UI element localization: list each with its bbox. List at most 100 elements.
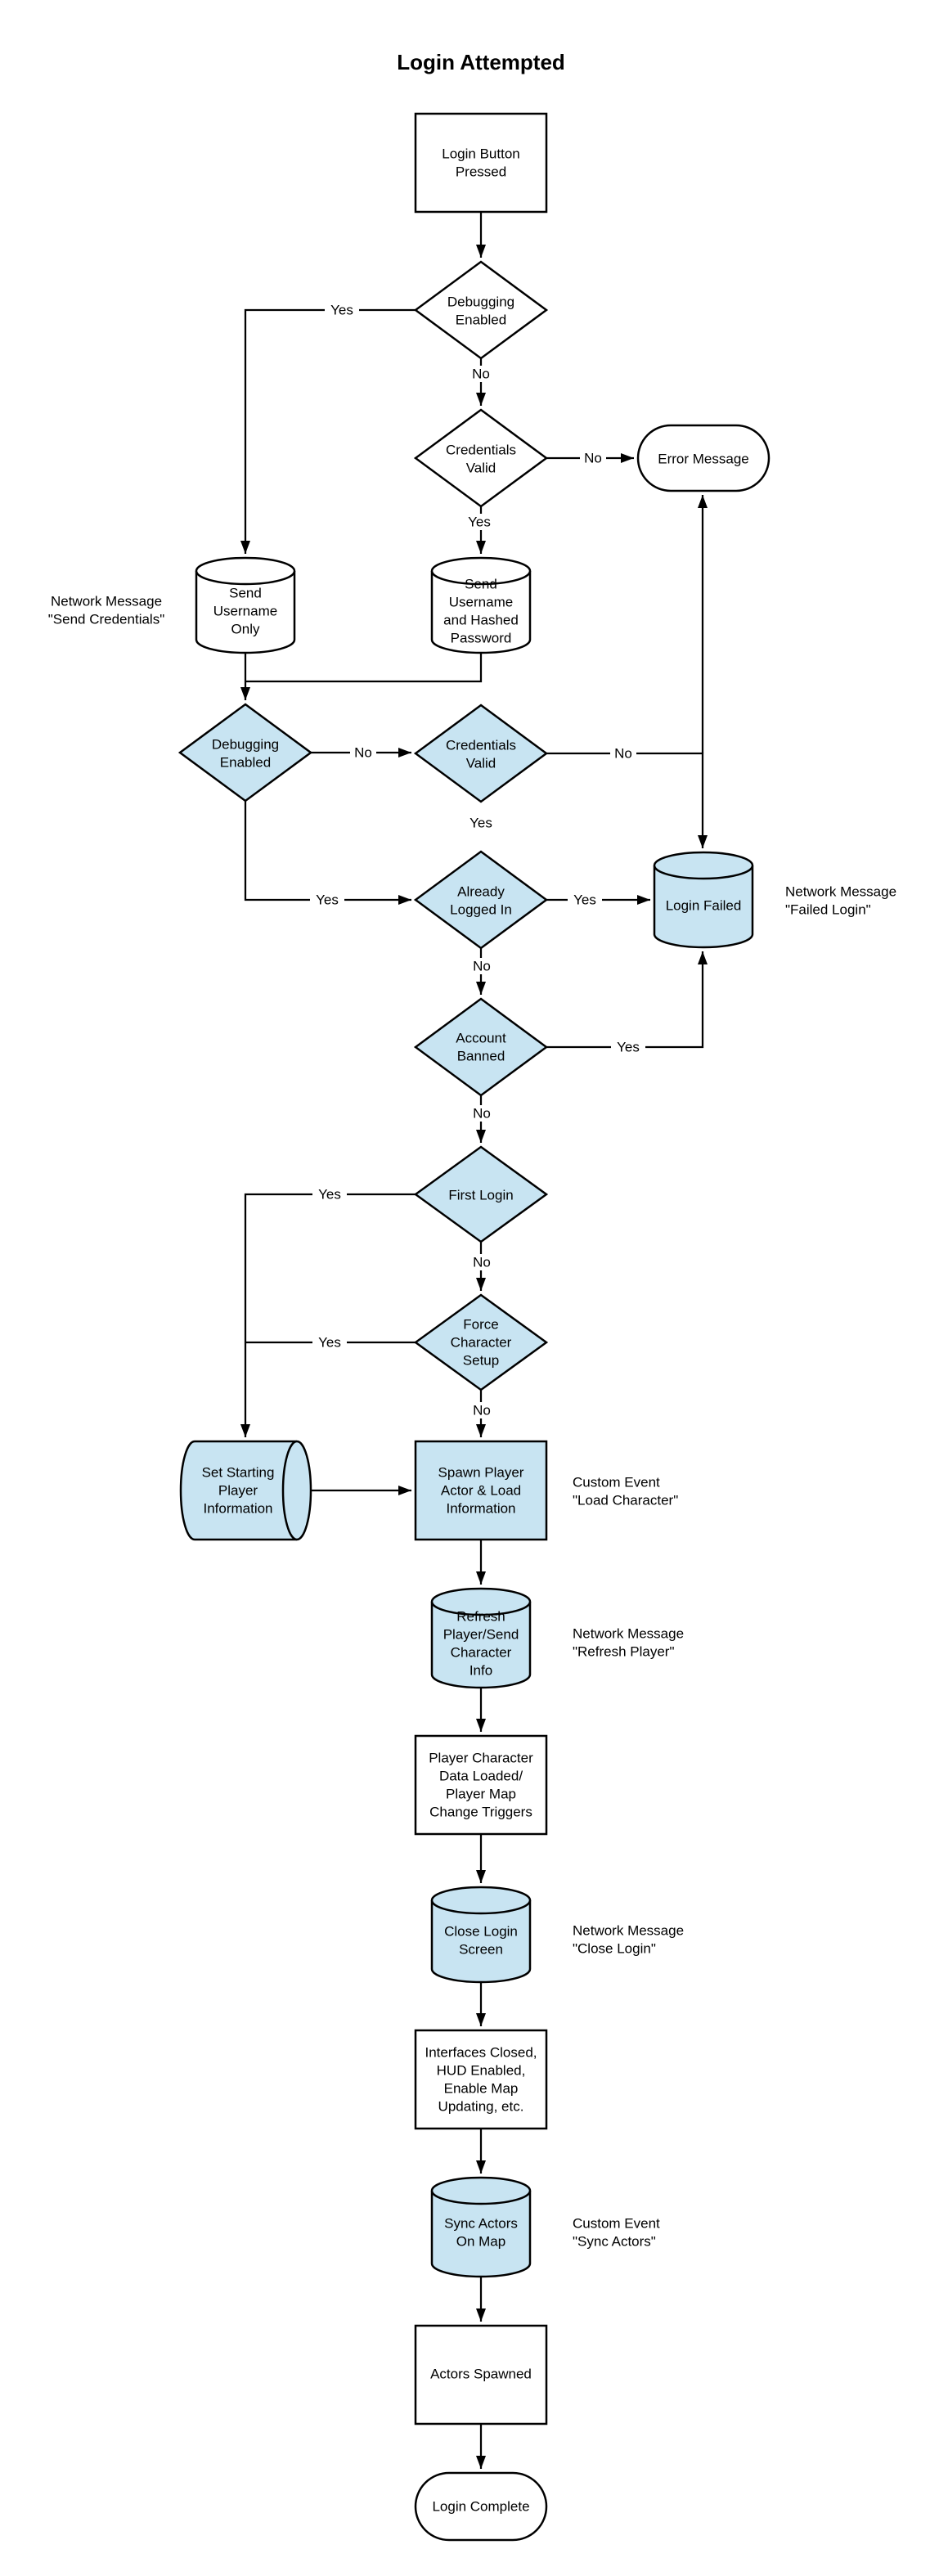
svg-text:Yes: Yes bbox=[318, 1335, 341, 1351]
svg-text:Enabled: Enabled bbox=[456, 312, 506, 328]
database-shape bbox=[430, 1900, 532, 1984]
database-shape bbox=[430, 1602, 532, 1689]
svg-text:Account: Account bbox=[456, 1031, 506, 1046]
svg-text:Send: Send bbox=[465, 577, 497, 592]
svg-text:Updating, etc.: Updating, etc. bbox=[438, 2099, 524, 2115]
edge-label-debugging2-no: No bbox=[350, 744, 376, 761]
svg-text:Send: Send bbox=[229, 586, 262, 601]
edge-debugging2-yes-to-already-logged-in bbox=[244, 801, 411, 905]
edge-label-credentials1-no: No bbox=[580, 450, 606, 466]
terminator-shape bbox=[414, 2471, 548, 2542]
decision-shape bbox=[413, 260, 549, 360]
svg-text:Debugging: Debugging bbox=[447, 294, 514, 310]
edge-label-credentials2-yes: Yes bbox=[464, 815, 498, 831]
svg-text:Only: Only bbox=[231, 622, 260, 637]
svg-text:Login Failed: Login Failed bbox=[666, 898, 742, 914]
node-player-character-data: Player Character Data Loaded/ Player Map… bbox=[414, 1734, 548, 1836]
svg-text:"Failed Login": "Failed Login" bbox=[785, 902, 871, 918]
svg-text:Force: Force bbox=[463, 1317, 498, 1333]
svg-text:Network Message: Network Message bbox=[573, 1923, 684, 1939]
process-shape bbox=[414, 112, 548, 214]
svg-text:"Sync Actors": "Sync Actors" bbox=[573, 2234, 656, 2250]
svg-text:Setup: Setup bbox=[463, 1353, 499, 1369]
database-top bbox=[430, 1587, 532, 1616]
node-login-complete: Login Complete bbox=[414, 2471, 548, 2542]
svg-text:Credentials: Credentials bbox=[446, 443, 516, 458]
process-shape bbox=[414, 2324, 548, 2425]
svg-text:"Refresh Player": "Refresh Player" bbox=[573, 1644, 675, 1660]
svg-text:Change Triggers: Change Triggers bbox=[429, 1805, 532, 1820]
svg-text:Actors Spawned: Actors Spawned bbox=[430, 2367, 532, 2382]
edge-label-already-yes: Yes bbox=[568, 892, 602, 908]
svg-text:No: No bbox=[473, 1106, 491, 1122]
svg-text:Screen: Screen bbox=[459, 1942, 503, 1958]
svg-text:First Login: First Login bbox=[448, 1188, 513, 1203]
database-top bbox=[430, 2176, 532, 2205]
svg-text:Network Message: Network Message bbox=[573, 1626, 684, 1642]
database-shape bbox=[195, 571, 296, 654]
node-debugging-enabled-1: Debugging Enabled bbox=[413, 260, 549, 360]
node-refresh-player: Refresh Player/Send Character Info bbox=[430, 1587, 532, 1689]
svg-text:No: No bbox=[354, 745, 372, 761]
svg-text:Spawn Player: Spawn Player bbox=[438, 1465, 524, 1481]
decision-shape bbox=[413, 408, 549, 508]
svg-text:Yes: Yes bbox=[330, 303, 353, 318]
svg-text:Information: Information bbox=[446, 1501, 515, 1517]
database-top bbox=[430, 556, 532, 586]
svg-text:Character: Character bbox=[451, 1645, 512, 1661]
edge-credentials2-no-to-login-failed bbox=[546, 752, 708, 848]
edge-debugging1-yes-to-send-username-only bbox=[240, 308, 416, 554]
annotation-load-character: Custom Event "Load Character" bbox=[573, 1475, 678, 1508]
page-title: Login Attempted bbox=[397, 50, 565, 74]
svg-text:Information: Information bbox=[203, 1501, 272, 1517]
edge-label-credentials1-yes: Yes bbox=[462, 514, 496, 530]
svg-text:Player: Player bbox=[218, 1483, 258, 1499]
annotations: Network Message "Send Credentials" Netwo… bbox=[48, 594, 896, 2250]
svg-text:Banned: Banned bbox=[457, 1049, 505, 1064]
svg-text:Sync Actors: Sync Actors bbox=[444, 2216, 518, 2232]
edge-label-force-setup-no: No bbox=[469, 1402, 495, 1418]
node-credentials-valid-1: Credentials Valid bbox=[413, 408, 549, 508]
svg-text:Player Character: Player Character bbox=[429, 1751, 533, 1766]
svg-text:Valid: Valid bbox=[466, 756, 496, 771]
node-interfaces-closed: Interfaces Closed, HUD Enabled, Enable M… bbox=[414, 2029, 548, 2130]
svg-text:"Load Character": "Load Character" bbox=[573, 1493, 678, 1508]
decision-shape bbox=[413, 704, 549, 803]
svg-text:Enabled: Enabled bbox=[220, 755, 271, 771]
decision-shape bbox=[413, 1293, 549, 1391]
svg-text:Yes: Yes bbox=[617, 1040, 640, 1055]
annotation-sync-actors: Custom Event "Sync Actors" bbox=[573, 2216, 660, 2250]
edge-send-hashed-merge bbox=[245, 653, 483, 683]
svg-text:"Close Login": "Close Login" bbox=[573, 1941, 656, 1957]
svg-text:Interfaces Closed,: Interfaces Closed, bbox=[425, 2045, 537, 2061]
svg-text:HUD Enabled,: HUD Enabled, bbox=[437, 2063, 526, 2079]
process-shape bbox=[414, 2029, 548, 2130]
svg-text:Credentials: Credentials bbox=[446, 738, 516, 753]
svg-text:No: No bbox=[472, 366, 490, 382]
svg-text:No: No bbox=[473, 959, 491, 974]
node-credentials-valid-2: Credentials Valid bbox=[413, 704, 549, 803]
node-first-login: First Login bbox=[413, 1145, 549, 1243]
node-login-failed: Login Failed bbox=[653, 851, 754, 949]
svg-text:No: No bbox=[614, 746, 632, 762]
node-already-logged-in: Already Logged In bbox=[413, 850, 549, 950]
edge-label-credentials2-no: No bbox=[610, 745, 636, 762]
node-account-banned: Account Banned bbox=[413, 997, 549, 1097]
svg-text:Password: Password bbox=[451, 631, 512, 646]
node-send-username-only: Send Username Only bbox=[195, 556, 296, 654]
svg-text:No: No bbox=[473, 1403, 491, 1418]
edge-label-first-login-no: No bbox=[469, 1254, 495, 1270]
svg-text:Login Complete: Login Complete bbox=[432, 2499, 529, 2515]
edge-label-debugging2-yes: Yes bbox=[310, 892, 344, 908]
database-horizontal-shape bbox=[179, 1440, 297, 1541]
node-sync-actors-on-map: Sync Actors On Map bbox=[430, 2176, 532, 2278]
decision-shape bbox=[413, 1145, 549, 1243]
node-spawn-player-actor: Spawn Player Actor & Load Information bbox=[414, 1440, 548, 1541]
annotation-send-credentials: Network Message "Send Credentials" bbox=[48, 594, 164, 627]
node-actors-spawned: Actors Spawned bbox=[414, 2324, 548, 2425]
database-shape bbox=[430, 2191, 532, 2278]
edge-label-first-login-yes: Yes bbox=[312, 1186, 347, 1203]
decision-shape bbox=[177, 703, 313, 802]
